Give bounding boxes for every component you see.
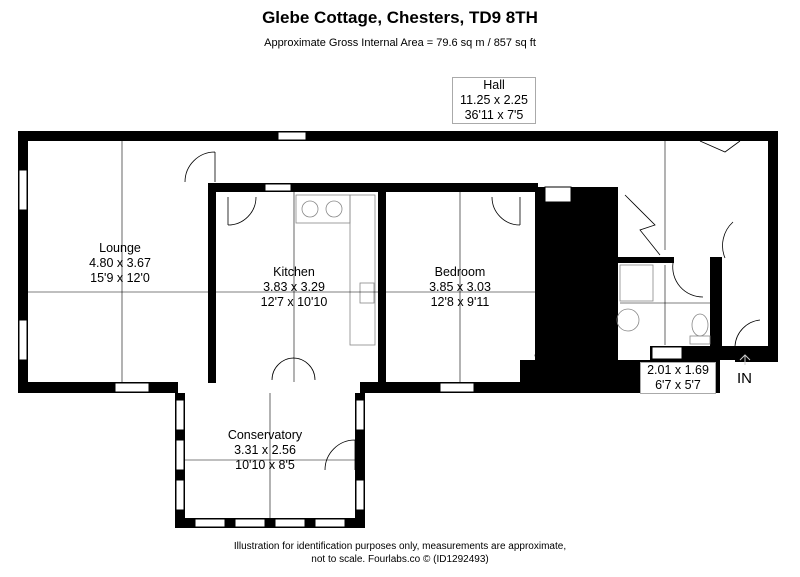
lounge-name: Lounge <box>99 241 141 255</box>
disclaimer: Illustration for identification purposes… <box>0 540 800 566</box>
bedroom-metric: 3.85 x 3.03 <box>429 280 491 294</box>
disclaimer-line-1: Illustration for identification purposes… <box>233 541 567 552</box>
disclaimer-line-2: not to scale. Fourlabs.co © (ID1292493) <box>311 554 489 565</box>
entrance-arrow-icon <box>739 354 751 365</box>
hall-imperial: 36'11 x 7'5 <box>464 108 524 122</box>
walls <box>18 131 778 528</box>
kitchen-name: Kitchen <box>273 265 315 279</box>
bathroom-label: 2.01 x 1.69 6'7 x 5'7 <box>640 362 716 394</box>
kitchen-label: Kitchen 3.83 x 3.29 12'7 x 10'10 <box>244 265 344 310</box>
hall-label: Hall 11.25 x 2.25 36'11 x 7'5 <box>452 77 536 124</box>
entrance-label: IN <box>737 370 752 387</box>
hall-metric: 11.25 x 2.25 <box>460 93 528 107</box>
gross-area: Approximate Gross Internal Area = 79.6 s… <box>264 37 536 49</box>
bedroom-label: Bedroom 3.85 x 3.03 12'8 x 9'11 <box>410 265 510 310</box>
hall-name: Hall <box>483 78 505 92</box>
bathroom-imperial: 6'7 x 5'7 <box>655 378 701 392</box>
kitchen-imperial: 12'7 x 10'10 <box>260 295 328 309</box>
lounge-label: Lounge 4.80 x 3.67 15'9 x 12'0 <box>70 241 170 286</box>
conservatory-metric: 3.31 x 2.56 <box>234 443 296 457</box>
bathroom-metric: 2.01 x 1.69 <box>647 363 709 377</box>
dimension-arrows <box>28 141 710 518</box>
conservatory-name: Conservatory <box>227 428 303 442</box>
conservatory-imperial: 10'10 x 8'5 <box>235 458 295 472</box>
conservatory-label: Conservatory 3.31 x 2.56 10'10 x 8'5 <box>205 428 325 473</box>
kitchen-metric: 3.83 x 3.29 <box>263 280 325 294</box>
lounge-imperial: 15'9 x 12'0 <box>90 271 150 285</box>
fixtures <box>295 194 711 346</box>
doors <box>184 140 761 471</box>
lounge-metric: 4.80 x 3.67 <box>89 256 151 270</box>
bedroom-imperial: 12'8 x 9'11 <box>430 295 490 309</box>
plan-title: Glebe Cottage, Chesters, TD9 8TH <box>262 8 538 27</box>
windows <box>18 131 683 528</box>
bedroom-name: Bedroom <box>434 265 486 279</box>
